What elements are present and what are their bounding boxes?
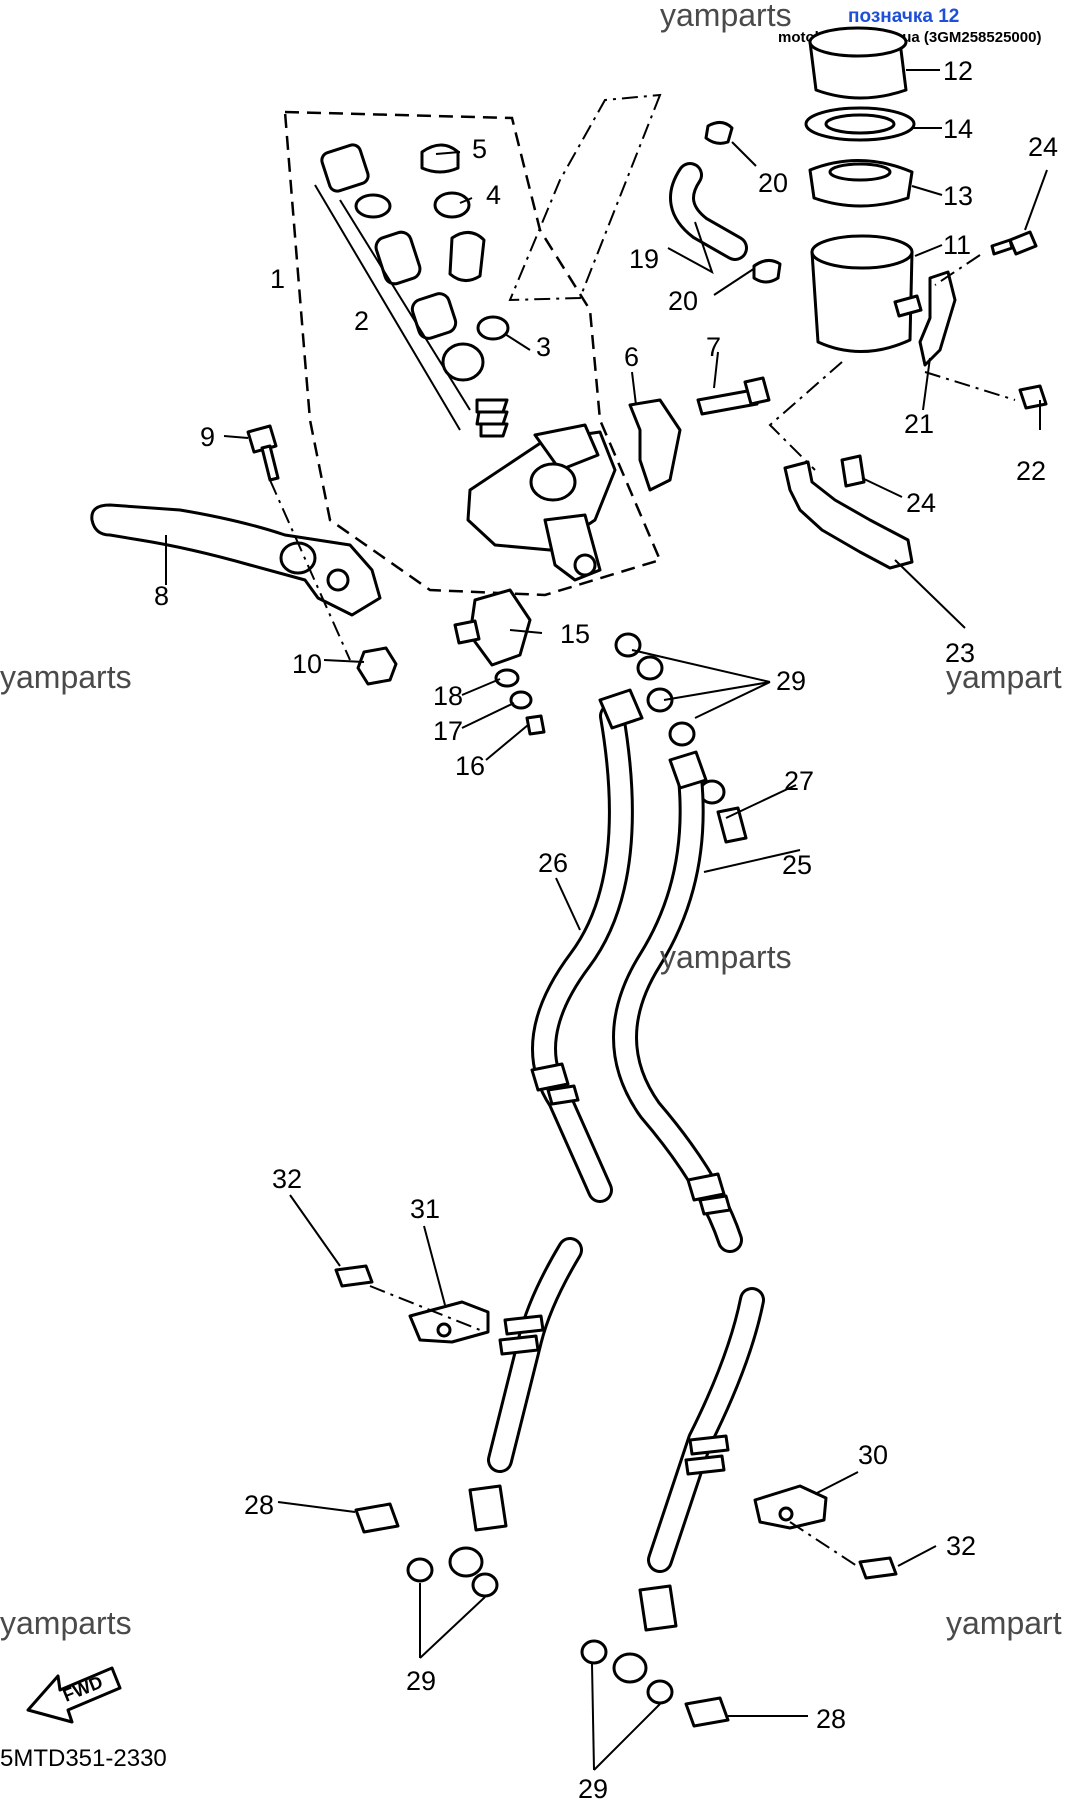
callout-10: 10 [292,649,322,679]
callout-9: 9 [200,422,215,452]
callout-14: 14 [943,114,973,144]
callout-26: 26 [538,848,568,878]
washers-upper [614,632,748,844]
callout-25: 25 [782,850,812,880]
callout-19: 19 [629,244,659,274]
master-cylinder-body [466,423,617,582]
callout-12: 12 [943,56,973,86]
reservoir-bracket [840,230,1048,488]
callout-18: 18 [433,681,463,711]
callout-5: 5 [472,134,487,164]
lower-hose-left [406,1237,583,1598]
hose-clamps [334,1264,898,1728]
callout-24b: 24 [906,488,936,518]
callout-30: 30 [858,1440,888,1470]
handlebar-clamp [628,376,771,492]
reservoir [804,26,923,353]
watermark-right-upper: yampart [946,659,1062,695]
watermark-center: yamparts [660,939,792,975]
watermark-left-upper: yamparts [0,659,132,695]
callout-28a: 28 [244,1490,274,1520]
callout-1: 1 [270,264,285,294]
callout-28b: 28 [816,1704,846,1734]
breather-hose [669,121,782,284]
breather-outline [508,93,662,302]
watermark-right-lower: yampart [946,1605,1062,1641]
callout-3: 3 [536,332,551,362]
callout-29a: 29 [776,666,806,696]
callout-7: 7 [706,332,721,362]
assembly-outline [283,110,662,597]
watermark-left-lower: yamparts [0,1605,132,1641]
callout-13: 13 [943,181,973,211]
callout-16: 16 [455,751,485,781]
leader-lines [165,69,1048,1771]
callout-32b: 32 [946,1531,976,1561]
callout-21: 21 [904,409,934,439]
callout-8: 8 [154,581,169,611]
callout-32a: 32 [272,1164,302,1194]
brake-hose-26 [530,688,644,1203]
bracket-link [934,254,981,286]
lever-pivot [246,424,398,686]
callout-22: 22 [1016,456,1046,486]
diagram-code: 5MTD351-2330 [0,1745,167,1772]
callout-31: 31 [410,1194,440,1224]
lower-hose-right [580,1287,765,1705]
callout-6: 6 [624,342,639,372]
brake-switch [453,588,546,736]
piston-kit [314,143,509,438]
callout-29c: 29 [578,1774,608,1800]
callout-23: 23 [945,638,975,668]
brake-lever [90,503,382,617]
callout-27: 27 [784,766,814,796]
brake-hose-25 [612,750,743,1253]
callout-20b: 20 [668,286,698,316]
watermark-top: yamparts [660,0,792,33]
fwd-arrow-icon: FWD [26,1666,122,1724]
callout-4: 4 [486,180,501,210]
reservoir-link [768,361,843,471]
seal-parts [420,143,510,341]
callout-11: 11 [943,230,971,260]
hose-guide [783,460,914,570]
bolt22-link [924,371,1016,401]
callout-24a: 24 [1028,132,1058,162]
callout-2: 2 [354,306,369,336]
callout-29b: 29 [406,1666,436,1696]
callout-15: 15 [560,619,590,649]
part-tag: позначка 12 [848,6,959,27]
callout-17: 17 [433,716,463,746]
callout-20a: 20 [758,168,788,198]
